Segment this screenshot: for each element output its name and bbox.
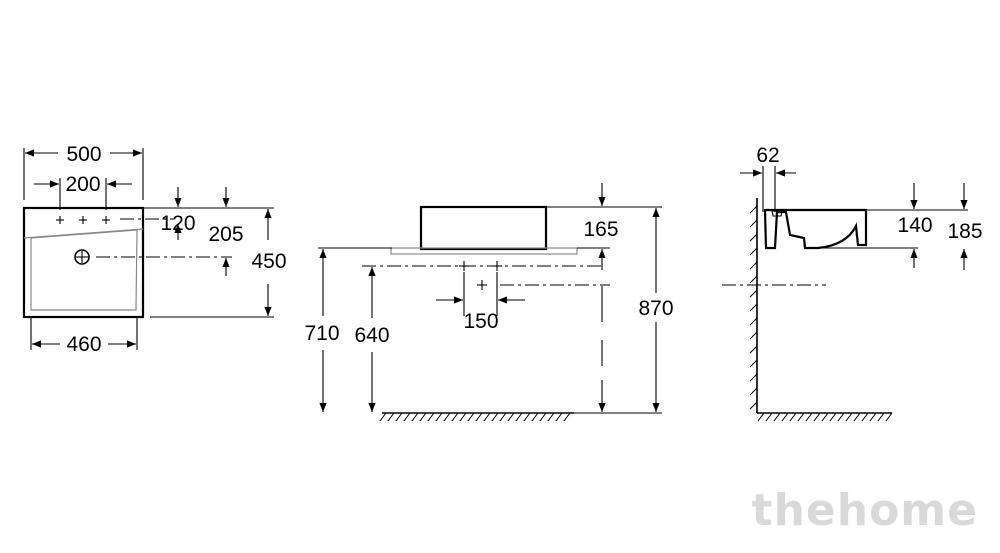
top-view: 500 200 460 120 205 450	[22, 143, 287, 356]
drain-hole	[74, 249, 90, 265]
dim-tap-offset: 120	[160, 212, 195, 235]
side-floor-hatch	[757, 412, 893, 422]
dim-drain-offset: 205	[208, 223, 243, 246]
dim-inner-width: 460	[66, 333, 101, 356]
dim-floor-to-counter: 710	[304, 322, 339, 345]
waste-points	[459, 261, 502, 290]
basin-section	[763, 208, 868, 250]
tap-holes	[56, 216, 110, 224]
dim-tap-spacing: 200	[65, 173, 100, 196]
dim-overall-width: 500	[66, 143, 101, 166]
dim-basin-height: 165	[583, 218, 618, 241]
dim-floor-to-waste: 640	[354, 324, 389, 347]
front-view: 150 165 710 640 870	[304, 183, 674, 422]
basin-outline	[22, 206, 145, 319]
floor-hatch	[379, 412, 571, 422]
basin-front	[419, 205, 548, 251]
dim-floor-to-rim: 870	[638, 297, 673, 320]
wall-hatch	[749, 205, 758, 410]
watermark-text: thehome	[752, 485, 978, 536]
countertop	[390, 247, 578, 255]
dim-waste-spacing: 150	[463, 310, 498, 333]
dim-wall-gap: 62	[756, 144, 779, 167]
dim-depth: 450	[251, 250, 286, 273]
dim-rim-height: 185	[947, 220, 982, 243]
side-view: 62 140 185	[722, 144, 983, 422]
rim-line	[23, 228, 144, 239]
dim-overflow-height: 140	[897, 214, 932, 237]
